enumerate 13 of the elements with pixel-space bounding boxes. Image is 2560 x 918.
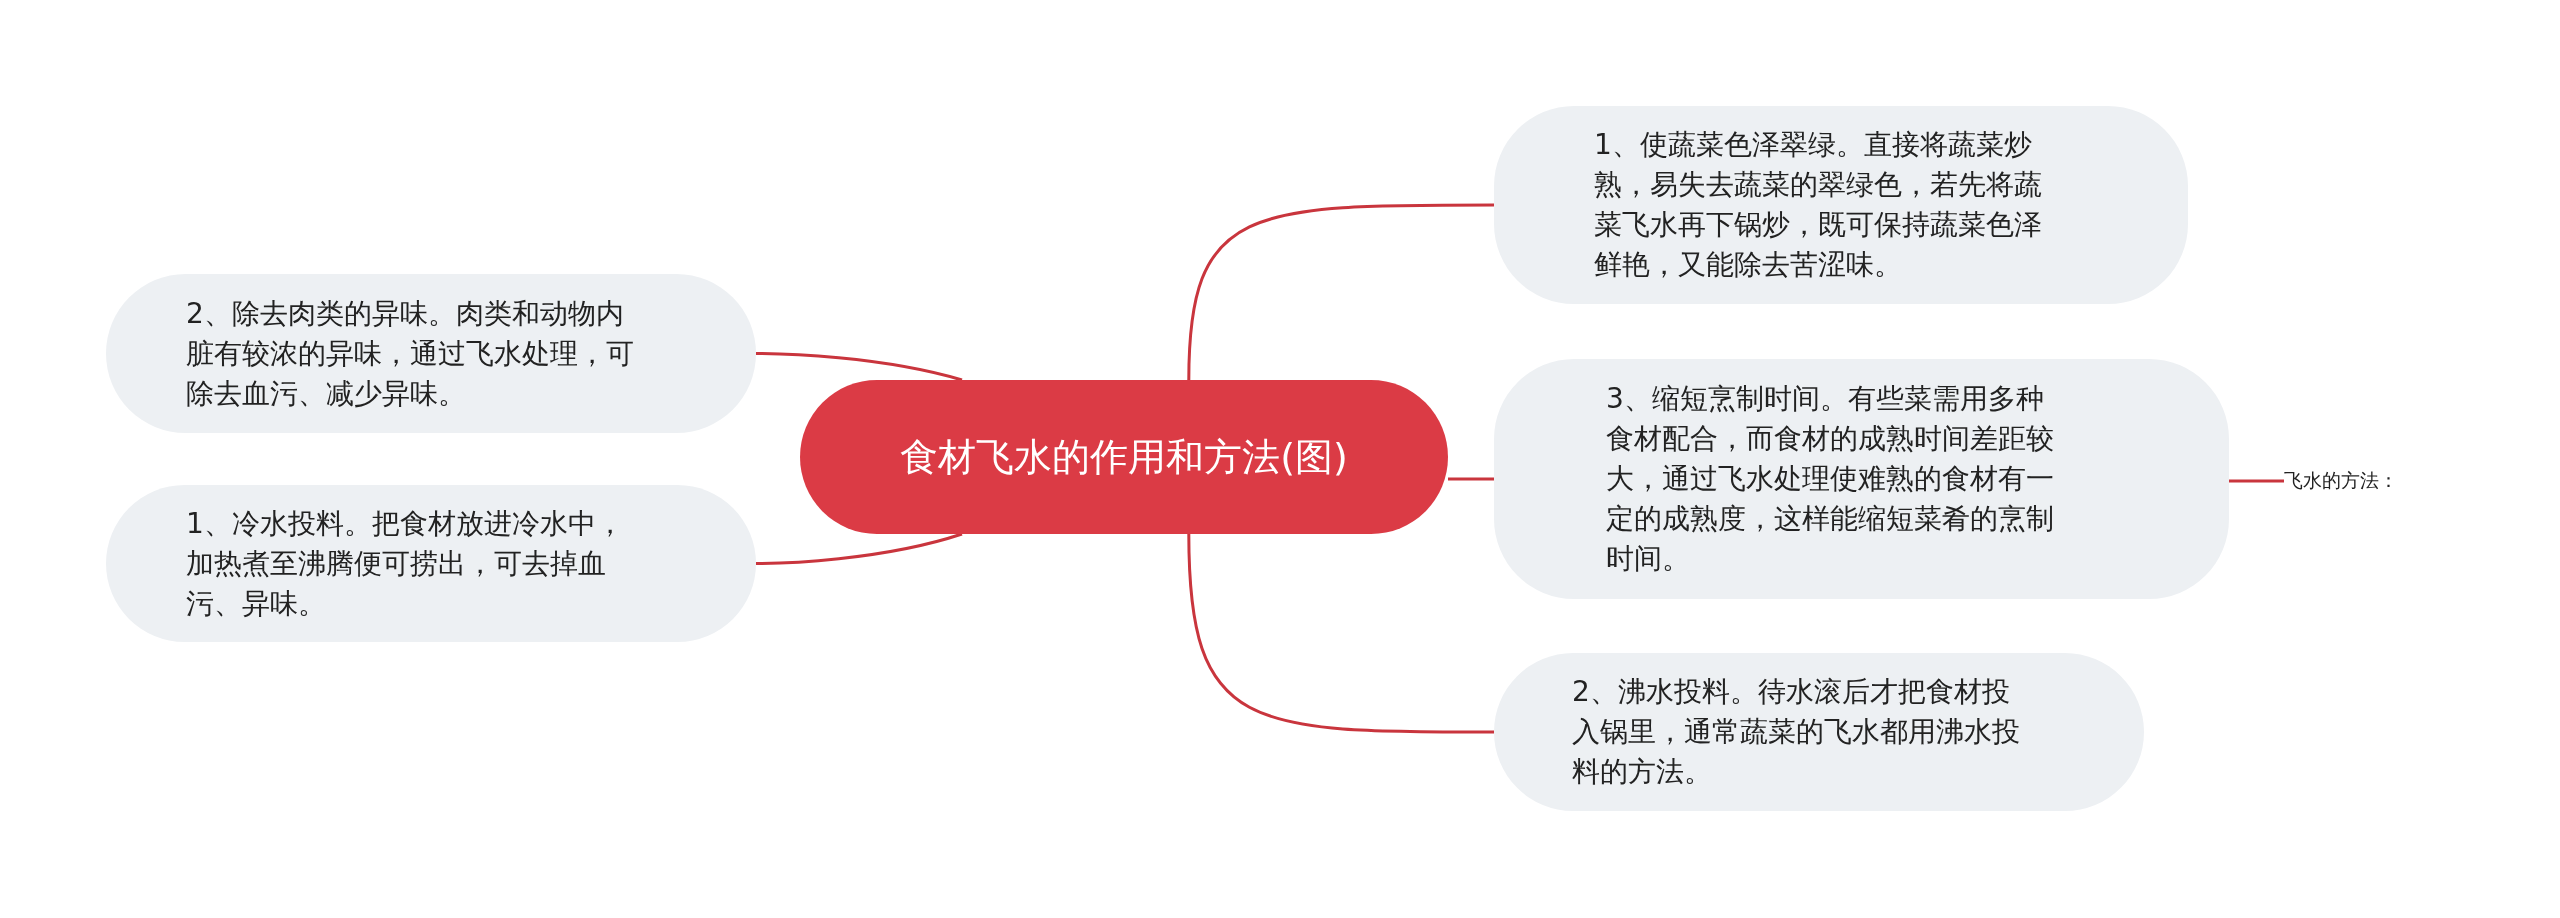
topic-text: 食材飞水的作用和方法(图): [899, 434, 1349, 481]
topic-text: 2、沸水投料。待水滚后才把食材投入锅里，通常蔬菜的飞水都用沸水投料的方法。: [1572, 674, 2021, 790]
topic-text: 2、除去肉类的异味。肉类和动物内脏有较浓的异味，通过飞水处理，可除去血污、减少异味。: [186, 295, 635, 412]
topic-text: 1、冷水投料。把食材放进冷水中，加热煮至沸腾便可捞出，可去掉血污、异味。: [186, 505, 625, 622]
topic-pill: [1494, 359, 2229, 599]
topic-label: 飞水的方法：: [2284, 468, 2398, 493]
connector-line: [756, 352, 963, 382]
connector-line: [1187, 203, 1494, 381]
connector-line: [2229, 479, 2284, 483]
connector-line: [756, 532, 963, 565]
topic-text: 3、缩短烹制时间。有些菜需用多种食材配合，而食材的成熟时间差距较大，通过飞水处理使难熟的食材有一定的成熟度，这样能缩短菜肴的烹制时间。: [1606, 381, 2055, 577]
connector-line: [1448, 477, 1494, 481]
topic-text: 1、使蔬菜色泽翠绿。直接将蔬菜炒熟，易失去蔬菜的翠绿色，若先将蔬菜飞水再下锅炒，既可保持蔬菜色泽鲜艳，又能除去苦涩味。: [1594, 127, 2043, 283]
